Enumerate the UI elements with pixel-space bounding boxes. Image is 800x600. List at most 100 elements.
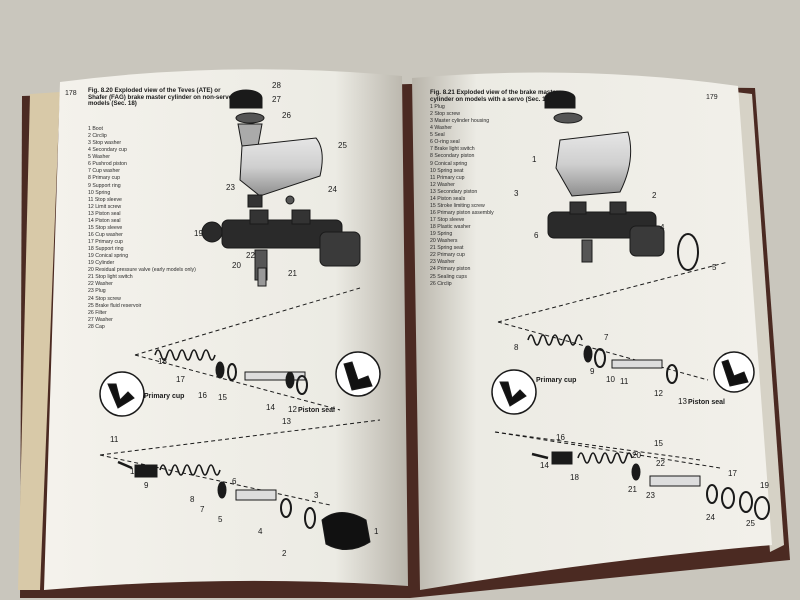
part-label: 5 xyxy=(218,515,223,524)
part-label: 8 xyxy=(190,495,195,504)
left-page xyxy=(44,69,408,590)
part-label: 25 xyxy=(746,519,755,528)
part-label: 27 xyxy=(272,95,281,104)
legend-item: 2 Circlip xyxy=(88,133,107,140)
legend-item: 24 Stop screw xyxy=(88,295,121,302)
part-label: 20 xyxy=(232,261,241,270)
part-label: 14 xyxy=(540,461,549,470)
part-label: 9 xyxy=(144,481,149,490)
legend-item: 24 Primary piston xyxy=(430,266,471,273)
right-spring-upper xyxy=(527,334,583,346)
left-master-cylinder xyxy=(201,209,361,287)
part-label: 16 xyxy=(198,391,207,400)
legend-item: 27 Washer xyxy=(88,316,113,323)
part-label: 9 xyxy=(590,367,595,376)
left-diagram xyxy=(99,89,381,550)
legend-item: 6 O-ring seal xyxy=(430,139,460,146)
legend-item: 16 Cup washer xyxy=(88,231,123,238)
left-page-number: 178 xyxy=(65,90,77,97)
legend-item: 15 Stop sleeve xyxy=(88,224,123,231)
legend-item: 22 Primary cup xyxy=(430,252,465,259)
right-page-number: 179 xyxy=(706,94,718,101)
part-label: 11 xyxy=(110,435,119,444)
left-callout-primary-cup xyxy=(99,371,145,417)
legend-item: 11 Primary cup xyxy=(430,174,465,181)
legend-item: 20 Residual pressure valve (early models… xyxy=(88,267,196,274)
legend-item: 22 Washer xyxy=(88,281,113,288)
legend-item: 18 Support ring xyxy=(88,246,124,253)
part-label: 5 xyxy=(712,263,717,272)
legend-item: 6 Pushrod piston xyxy=(88,161,127,168)
part-label: 6 xyxy=(534,231,539,240)
part-label: 1 xyxy=(532,155,537,164)
right-page xyxy=(412,72,772,591)
part-label: 4 xyxy=(258,527,263,536)
legend-item: 25 Sealing cups xyxy=(430,273,467,280)
part-label: 7 xyxy=(604,333,609,342)
legend-item: 5 Washer xyxy=(88,154,111,161)
part-label: 8 xyxy=(514,343,519,352)
part-label: 23 xyxy=(646,491,655,500)
right-callout-piston-seal xyxy=(713,351,755,393)
legend-item: 7 Cup washer xyxy=(88,168,121,175)
left-boot xyxy=(321,512,371,550)
left-spring-upper xyxy=(154,349,216,361)
part-label: 7 xyxy=(200,505,205,514)
legend-item: 23 Plug xyxy=(88,288,106,295)
right-master-cylinder xyxy=(547,201,665,263)
left-figure-caption: Fig. 8.20 Exploded view of the Teves (AT… xyxy=(88,87,233,107)
legend-item: 14 Piston seal xyxy=(88,217,121,224)
left-spring-lower xyxy=(159,464,221,476)
part-label: 19 xyxy=(760,481,769,490)
legend-item: 23 Washer xyxy=(430,259,455,266)
part-label: 16 xyxy=(556,433,565,442)
part-label: 3 xyxy=(514,189,519,198)
legend-item: 19 Spring xyxy=(430,231,453,238)
legend-item: 1 Boot xyxy=(88,126,103,132)
part-label: 21 xyxy=(288,269,297,278)
part-label: 12 xyxy=(654,389,663,398)
legend-item: 12 Washer xyxy=(430,181,455,188)
legend-item: 5 Seal xyxy=(430,132,445,139)
part-label: 6 xyxy=(232,477,237,486)
right-figure-caption: Fig. 8.21 Exploded view of the brake mas… xyxy=(430,89,559,103)
part-label: 2 xyxy=(282,549,287,558)
part-label: 10 xyxy=(606,375,615,384)
left-piston-seal-text: Piston seal xyxy=(298,407,335,414)
legend-item: 7 Brake light switch xyxy=(430,146,475,153)
legend-item: 2 Stop screw xyxy=(430,111,460,118)
part-label: 15 xyxy=(218,393,227,402)
part-label: 4 xyxy=(660,223,665,232)
part-label: 18 xyxy=(570,473,579,482)
legend-item: 16 Primary piston assembly xyxy=(430,209,494,216)
left-callout-piston-seal xyxy=(335,351,381,397)
left-page-stack xyxy=(18,92,60,590)
legend-item: 15 Stroke limiting screw xyxy=(430,202,485,209)
legend-item: 10 Spring seat xyxy=(430,167,464,174)
part-label: 24 xyxy=(706,513,715,522)
part-label: 20 xyxy=(632,451,641,460)
legend-item: 1 Plug xyxy=(430,104,445,110)
legend-item: 13 Piston seal xyxy=(88,210,121,217)
legend-item: 28 Cap xyxy=(88,323,105,330)
left-part-labels: 28 27 26 25 23 24 19 22 20 21 18 17 16 1… xyxy=(110,81,379,558)
part-label: 22 xyxy=(656,459,665,468)
legend-item: 11 Stop sleeve xyxy=(88,196,122,203)
part-label: 2 xyxy=(652,191,657,200)
legend-item: 4 Washer xyxy=(430,125,453,132)
legend-item: 3 Master cylinder housing xyxy=(430,118,490,125)
legend-item: 21 Spring seat xyxy=(430,245,464,252)
right-part-labels: 1 2 3 6 4 5 7 8 9 10 11 12 13 14 16 15 1… xyxy=(514,155,769,528)
part-label: 1 xyxy=(374,527,379,536)
legend-item: 8 Secondary piston xyxy=(430,153,475,160)
part-label: 17 xyxy=(176,375,185,384)
part-label: 23 xyxy=(226,183,235,192)
part-label: 11 xyxy=(620,377,629,386)
legend-item: 10 Spring xyxy=(88,189,111,196)
part-label: 15 xyxy=(654,439,663,448)
legend-item: 4 Secondary cup xyxy=(88,147,127,154)
part-label: 19 xyxy=(194,229,203,238)
